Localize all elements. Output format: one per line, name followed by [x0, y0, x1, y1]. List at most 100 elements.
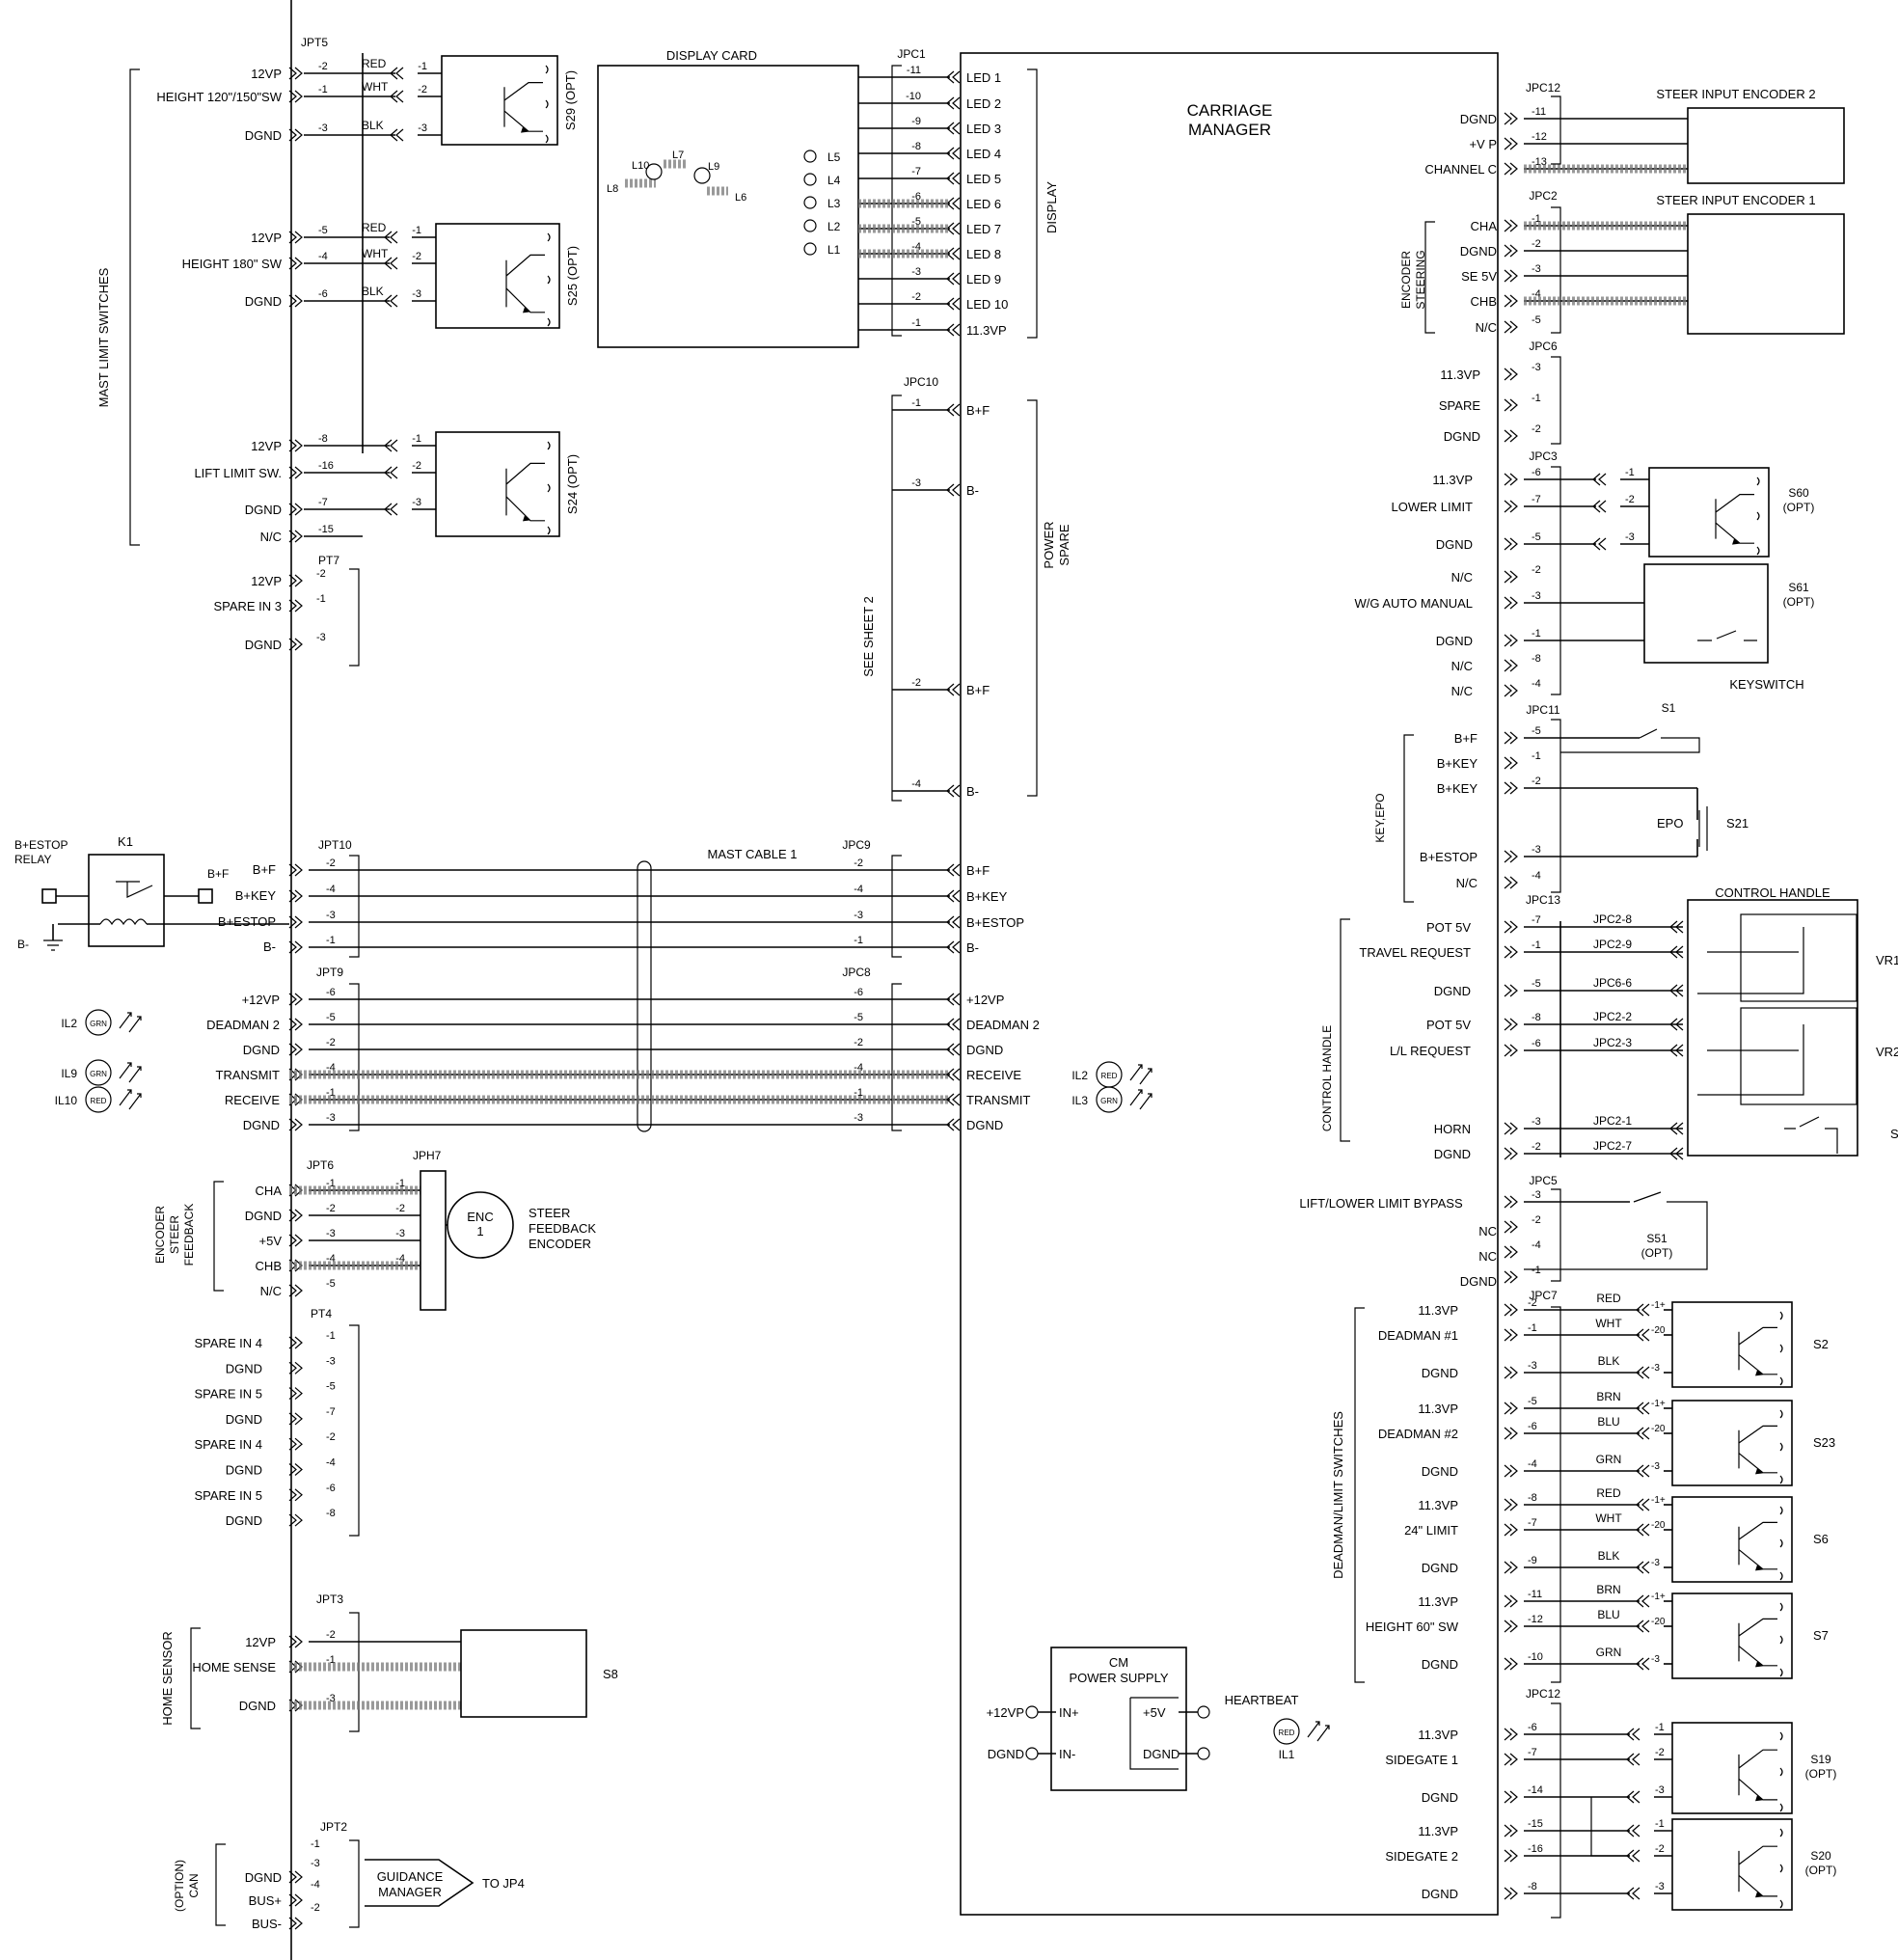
signal-name: LED 7 — [966, 222, 1001, 236]
indicator-id: IL1 — [1279, 1748, 1295, 1761]
wire-color: BLU — [1597, 1415, 1619, 1429]
connector-chevron — [1504, 984, 1518, 997]
pin-number: -3 — [1655, 1881, 1665, 1892]
home-sensor-label: HOME SENSOR — [160, 1631, 175, 1726]
connector-chevron — [946, 993, 961, 1006]
signal-name: 11.3VP — [1440, 368, 1480, 382]
connector-chevron — [1504, 500, 1518, 513]
connector-chevron — [946, 863, 961, 877]
pin-number: -4 — [1532, 1239, 1541, 1251]
connector-chevron — [384, 466, 398, 479]
pin-number: -2 — [326, 1431, 336, 1443]
relay-name: K1 — [118, 834, 133, 849]
switch-label: S21 — [1726, 816, 1749, 830]
connector-header: JPC9 — [842, 838, 871, 852]
pin-number: -5 — [1532, 531, 1541, 543]
switch-label: S23 — [1813, 1435, 1835, 1450]
connector-chevron — [288, 1387, 303, 1401]
signal-name: DGND — [1460, 1274, 1497, 1289]
input-label: IN+ — [1059, 1705, 1079, 1720]
transistor-icon — [1715, 494, 1754, 544]
connector-header: JPC13 — [1526, 893, 1560, 907]
connector-chevron — [946, 1093, 961, 1106]
connector-chevron — [288, 1234, 303, 1247]
pin-number: -16 — [1528, 1843, 1543, 1855]
signal-name: LIFT LIMIT SW. — [194, 466, 282, 480]
indicator-id: IL2 — [61, 1017, 77, 1030]
signal-name: BUS+ — [249, 1893, 282, 1908]
wire-ref: JPC2-1 — [1593, 1114, 1632, 1128]
signal-name: B+F — [966, 863, 990, 878]
terminal-icon — [1779, 1803, 1783, 1812]
connector-chevron — [1504, 920, 1518, 934]
connector-chevron — [390, 67, 404, 80]
connector-chevron — [1504, 368, 1518, 381]
connector-chevron — [1504, 684, 1518, 697]
signal-name: DGND — [1460, 244, 1497, 259]
seg-label: L8 — [607, 183, 618, 195]
display-card-title: DISPLAY CARD — [666, 48, 757, 63]
pin-number: -20 — [1651, 1520, 1666, 1531]
terminal-icon — [1779, 1376, 1783, 1386]
wire-color: GRN — [1596, 1646, 1622, 1659]
signal-name: B+KEY — [1437, 781, 1478, 796]
indicator-lamp — [85, 1086, 112, 1113]
terminal-icon — [545, 99, 549, 109]
terminal-icon — [547, 232, 551, 242]
encoder-steering-label: ENCODERSTEERING — [1399, 250, 1427, 309]
connector-chevron — [1504, 1303, 1518, 1317]
arrow-icon — [521, 126, 529, 133]
encoder-bracket — [213, 1181, 224, 1292]
signal-name: DGND — [226, 1361, 262, 1375]
connector-chevron — [288, 1635, 303, 1648]
s3-contact — [1784, 1116, 1838, 1154]
connector-chevron — [288, 439, 303, 452]
signal-name: DGND — [243, 1118, 280, 1132]
signal-name: CHB — [1471, 294, 1497, 309]
jpc10-bracket — [891, 395, 902, 802]
display-group-label: DISPLAY — [1044, 181, 1059, 233]
terminal-icon — [1779, 1311, 1783, 1320]
signal-name: LED 9 — [966, 272, 1001, 286]
signal-name: DGND — [243, 1043, 280, 1057]
pot-label: VR2 — [1876, 1045, 1898, 1059]
signal-name: HOME SENSE — [192, 1660, 276, 1674]
connector-chevron — [390, 128, 404, 142]
connector-chevron — [946, 1043, 961, 1056]
signal-name: B+KEY — [235, 888, 277, 903]
pin-number: -4 — [1532, 288, 1541, 300]
pin-number: -3 — [1655, 1784, 1665, 1796]
wire-color: RED — [1596, 1292, 1621, 1305]
signal-name: TRAVEL REQUEST — [1359, 945, 1471, 960]
wire-ref: JPC2-3 — [1593, 1036, 1632, 1049]
wire-color: BLK — [1598, 1549, 1620, 1563]
connector-chevron — [288, 1513, 303, 1527]
pin-number: -9 — [1528, 1555, 1537, 1566]
connector-chevron — [384, 294, 398, 308]
jpc9-bracket — [891, 855, 902, 958]
connector-chevron — [288, 1437, 303, 1451]
jpc8-bracket — [891, 983, 902, 1131]
pin-number: -2 — [1532, 238, 1541, 250]
connector-chevron — [946, 1118, 961, 1131]
signal-name: DGND — [1422, 1561, 1458, 1575]
lamp-color: RED — [1101, 1072, 1118, 1080]
wire-color: BLU — [1597, 1608, 1619, 1621]
connector-chevron — [288, 915, 303, 929]
connector-chevron — [384, 231, 398, 244]
signal-name: DGND — [1460, 112, 1497, 126]
connector-chevron — [946, 96, 961, 110]
pin-number: -1 — [1532, 939, 1541, 951]
connector-chevron — [1669, 945, 1684, 959]
pin-number: -2 — [318, 61, 328, 72]
signal-name: N/C — [1451, 684, 1473, 698]
wire-color: GRN — [1596, 1453, 1622, 1466]
arrow-icon — [523, 307, 530, 313]
transistor-icon — [505, 462, 545, 522]
seg-label: L7 — [672, 150, 684, 161]
pin-number: -5 — [911, 216, 921, 228]
pin-number: -20 — [1651, 1617, 1666, 1627]
signal-name: DGND — [1422, 1464, 1458, 1479]
signal-name: +12VP — [987, 1705, 1024, 1720]
